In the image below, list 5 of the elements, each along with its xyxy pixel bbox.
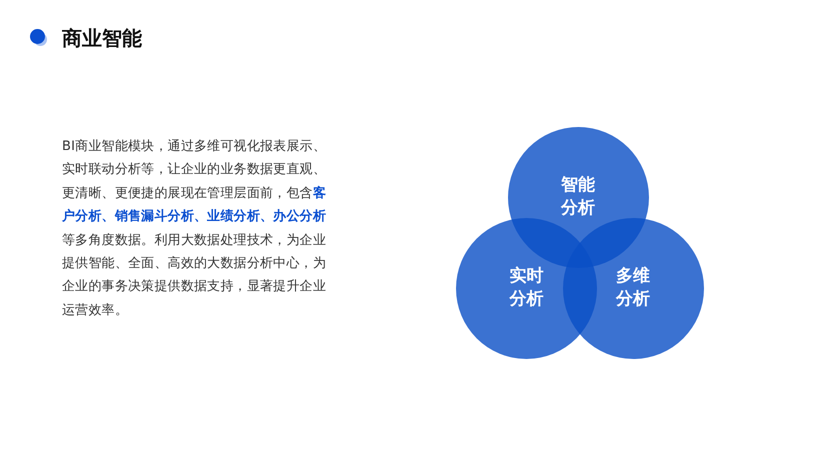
circle-label: 智能分析 [560, 174, 596, 220]
circle-label: 实时分析 [508, 265, 544, 311]
circle-label: 多维分析 [615, 265, 651, 311]
description-paragraph: BI商业智能模块，通过多维可视化报表展示、实时联动分析等，让企业的业务数据更直观、更清晰、更便捷的展现在管理层面前，包含客户分析、销售漏斗分析、业绩分析、办公分析等多角度数据。利用大数据处理技术，为企业提供智能、全面、高效的大数据分析中心，为企业的事务决策提供数据支持，显著提升企业运营效率。 [62, 138, 326, 320]
page-title: 商业智能 [62, 25, 142, 52]
